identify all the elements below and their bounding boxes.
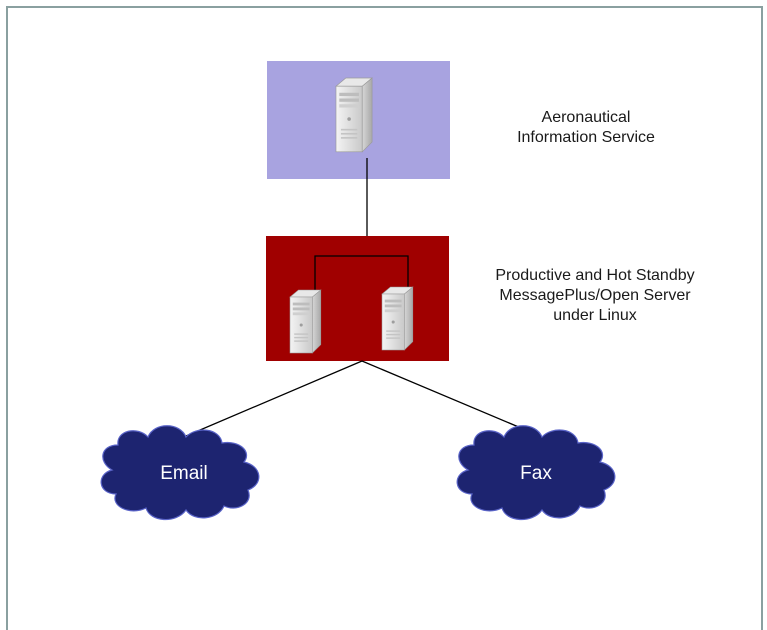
cluster-bracket-link xyxy=(314,255,409,295)
fax-cloud-icon xyxy=(456,425,616,521)
diagram-frame xyxy=(6,6,763,630)
email-cloud-icon xyxy=(100,425,260,521)
server-tower-icon xyxy=(335,77,373,153)
email-label: Email xyxy=(160,463,208,484)
server-cluster-label: Productive and Hot Standby MessagePlus/O… xyxy=(490,266,700,326)
server-to-email-link xyxy=(185,360,363,437)
server-tower-icon xyxy=(289,289,322,354)
server-label-line2: MessagePlus/Open Server xyxy=(499,287,691,304)
server-label-line3: under Linux xyxy=(553,307,637,324)
ais-label-line1: Aeronautical xyxy=(541,109,631,126)
ais-label-line2: Information Service xyxy=(517,129,655,146)
server-label-line1: Productive and Hot Standby xyxy=(495,267,695,284)
server-to-fax-link xyxy=(361,360,541,437)
server-tower-icon xyxy=(381,286,414,351)
fax-label: Fax xyxy=(520,463,552,484)
ais-label: Aeronautical Information Service xyxy=(496,108,676,148)
